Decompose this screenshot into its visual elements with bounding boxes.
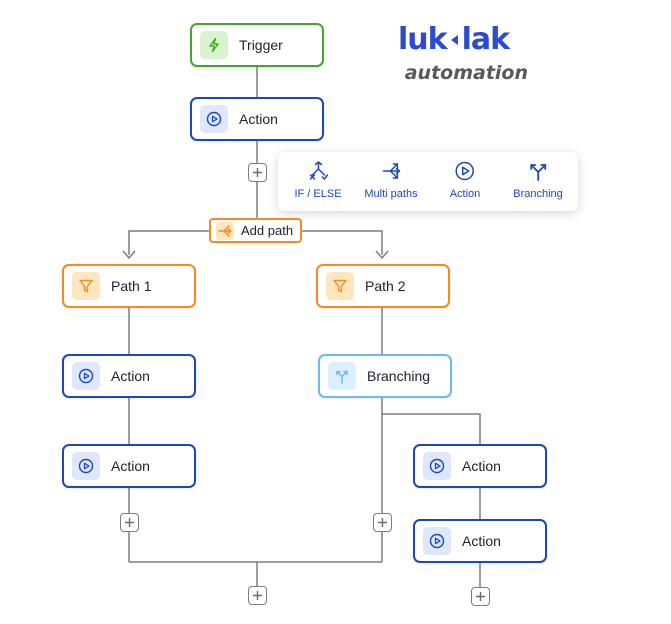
menu-label-if-else: IF / ELSE	[294, 188, 342, 200]
action-node-left-1[interactable]: Action	[62, 354, 196, 398]
menu-item-branching[interactable]: Branching	[513, 160, 563, 200]
add-step-menu: IF / ELSE Multi paths Action Branching	[278, 152, 578, 211]
add-path-button[interactable]: Add path	[209, 218, 302, 243]
branch-arrows-icon	[328, 362, 356, 390]
action-node-top[interactable]: Action	[190, 97, 324, 141]
path-node-1[interactable]: Path 1	[62, 264, 196, 308]
path-node-2[interactable]: Path 2	[316, 264, 450, 308]
add-path-label: Add path	[241, 223, 294, 238]
add-step-button-merge[interactable]	[248, 586, 267, 605]
play-circle-icon	[200, 105, 228, 133]
path-label-1: Path 1	[111, 278, 152, 294]
filter-funnel-icon	[72, 272, 100, 300]
menu-label-branching: Branching	[513, 188, 563, 200]
play-circle-icon	[72, 452, 100, 480]
trigger-node[interactable]: Trigger	[190, 23, 324, 67]
action-node-right-2[interactable]: Action	[413, 519, 547, 563]
logo-title: luk lak	[398, 20, 532, 60]
add-step-button-top[interactable]	[248, 163, 267, 182]
logo-subtitle: automation	[404, 62, 528, 84]
play-circle-icon	[423, 527, 451, 555]
merge-arrows-icon	[216, 221, 234, 240]
add-step-button-branch[interactable]	[471, 587, 490, 606]
action-label: Action	[239, 111, 278, 127]
play-circle-icon	[72, 362, 100, 390]
menu-item-multi-paths[interactable]: Multi paths	[364, 160, 418, 200]
path-label-2: Path 2	[365, 278, 406, 294]
add-step-button-path-2[interactable]	[373, 513, 392, 532]
brand-logo: luk lak automation	[398, 20, 532, 84]
action-node-left-2[interactable]: Action	[62, 444, 196, 488]
plus-icon	[125, 518, 134, 527]
branch-arrows-icon	[527, 160, 549, 182]
logo-word-right: lak	[461, 22, 510, 57]
menu-label-multi-paths: Multi paths	[364, 188, 418, 200]
menu-label-action: Action	[449, 188, 481, 200]
plus-icon	[253, 168, 262, 177]
play-circle-icon	[454, 160, 476, 182]
action-label: Action	[462, 458, 501, 474]
plus-icon	[476, 592, 485, 601]
lightning-icon	[200, 31, 228, 59]
action-node-right-1[interactable]: Action	[413, 444, 547, 488]
filter-funnel-icon	[326, 272, 354, 300]
trigger-label: Trigger	[239, 37, 283, 53]
plus-icon	[253, 591, 262, 600]
multi-paths-icon	[380, 160, 402, 182]
action-label: Action	[111, 368, 150, 384]
menu-item-if-else[interactable]: IF / ELSE	[294, 160, 342, 200]
if-else-icon	[307, 160, 329, 182]
play-circle-icon	[423, 452, 451, 480]
logo-word-left: luk	[398, 22, 448, 57]
menu-item-action[interactable]: Action	[449, 160, 481, 200]
action-label: Action	[111, 458, 150, 474]
plus-icon	[378, 518, 387, 527]
branching-node[interactable]: Branching	[318, 354, 452, 398]
action-label: Action	[462, 533, 501, 549]
add-step-button-path-1[interactable]	[120, 513, 139, 532]
branching-label: Branching	[367, 368, 431, 384]
logo-arrow-icon	[450, 35, 458, 45]
